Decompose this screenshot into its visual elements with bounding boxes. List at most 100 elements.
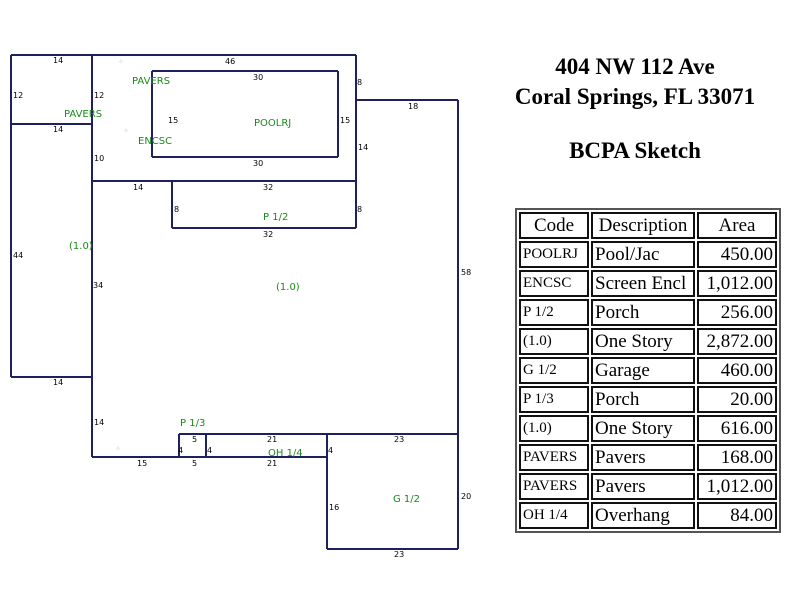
- dimension-label: 12: [13, 91, 23, 100]
- cell-area: 168.00: [697, 444, 777, 471]
- dimension-label: 4: [178, 446, 183, 455]
- dimension-label: 23: [394, 435, 404, 444]
- table-row: (1.0) One Story 616.00: [519, 415, 777, 442]
- dimension-label: 20: [461, 492, 471, 501]
- cell-description: Porch: [591, 386, 695, 413]
- table-row: POOLRJ Pool/Jac 450.00: [519, 241, 777, 268]
- area-label-porch: P 1/3: [180, 418, 205, 429]
- dimension-label: 14: [53, 56, 63, 65]
- table-row: P 1/3 Porch 20.00: [519, 386, 777, 413]
- cell-code: (1.0): [519, 328, 589, 355]
- cell-area: 20.00: [697, 386, 777, 413]
- property-sketch: ✧ ✧ ✧ PAVERS PAVERS ENCSC POOLRJ P 1/2 (…: [10, 54, 471, 559]
- dimension-label: 8: [174, 205, 179, 214]
- cell-description: Pool/Jac: [591, 241, 695, 268]
- cell-code: PAVERS: [519, 473, 589, 500]
- cell-area: 450.00: [697, 241, 777, 268]
- dimension-label: 14: [94, 418, 104, 427]
- area-label-encsc: ENCSC: [138, 136, 172, 147]
- watermark-mark: ✧: [118, 58, 124, 66]
- dimension-label: 14: [53, 125, 63, 134]
- dimension-label: 32: [263, 230, 273, 239]
- cell-description: Pavers: [591, 473, 695, 500]
- cell-area: 1,012.00: [697, 473, 777, 500]
- cell-area: 1,012.00: [697, 270, 777, 297]
- cell-code: P 1/3: [519, 386, 589, 413]
- address-line-2: Coral Springs, FL 33071: [514, 84, 756, 109]
- cell-code: P 1/2: [519, 299, 589, 326]
- cell-area: 256.00: [697, 299, 777, 326]
- dimension-label: 15: [168, 116, 178, 125]
- dimension-label: 4: [207, 446, 212, 455]
- dimension-label: 10: [94, 154, 104, 163]
- dimension-label: 16: [329, 503, 339, 512]
- column-header-code: Code: [519, 212, 589, 239]
- watermark-mark: ✧: [115, 445, 121, 453]
- dimension-label: 18: [408, 102, 418, 111]
- dimension-label: 32: [263, 183, 273, 192]
- area-label-pavers: PAVERS: [132, 76, 170, 87]
- dimension-label: 30: [253, 159, 263, 168]
- area-table-grid: Code Description Area POOLRJ Pool/Jac 45…: [517, 210, 779, 531]
- cell-code: OH 1/4: [519, 502, 589, 529]
- dimension-label: 21: [267, 459, 277, 468]
- dimension-label: 34: [93, 281, 103, 290]
- area-label-overhang: OH 1/4: [268, 448, 303, 459]
- cell-description: One Story: [591, 328, 695, 355]
- area-label-garage: G 1/2: [393, 494, 420, 505]
- cell-description: Porch: [591, 299, 695, 326]
- cell-description: One Story: [591, 415, 695, 442]
- address-line-1: 404 NW 112 Ave: [555, 54, 715, 79]
- cell-code: ENCSC: [519, 270, 589, 297]
- dimension-label: 8: [357, 78, 362, 87]
- table-row: P 1/2 Porch 256.00: [519, 299, 777, 326]
- sketch-walls: [10, 54, 459, 550]
- dimension-label: 14: [53, 378, 63, 387]
- area-label-one-story: (1.0): [69, 241, 93, 252]
- dimension-label: 15: [340, 116, 350, 125]
- table-header-row: Code Description Area: [519, 212, 777, 239]
- dimension-label: 14: [358, 143, 368, 152]
- cell-area: 616.00: [697, 415, 777, 442]
- table-row: PAVERS Pavers 1,012.00: [519, 473, 777, 500]
- area-label-one-story: (1.0): [276, 282, 300, 293]
- table-row: ENCSC Screen Encl 1,012.00: [519, 270, 777, 297]
- table-row: OH 1/4 Overhang 84.00: [519, 502, 777, 529]
- sketch-title: BCPA Sketch: [569, 138, 701, 163]
- column-header-description: Description: [591, 212, 695, 239]
- dimension-label: 5: [192, 435, 197, 444]
- table-row: G 1/2 Garage 460.00: [519, 357, 777, 384]
- dimension-label: 23: [394, 550, 404, 559]
- cell-area: 84.00: [697, 502, 777, 529]
- area-label-pavers: PAVERS: [64, 109, 102, 120]
- table-row: PAVERS Pavers 168.00: [519, 444, 777, 471]
- dimension-label: 21: [267, 435, 277, 444]
- cell-description: Garage: [591, 357, 695, 384]
- cell-description: Screen Encl: [591, 270, 695, 297]
- title-block: 404 NW 112 Ave Coral Springs, FL 33071 B…: [480, 52, 790, 166]
- cell-area: 460.00: [697, 357, 777, 384]
- table-row: (1.0) One Story 2,872.00: [519, 328, 777, 355]
- cell-code: POOLRJ: [519, 241, 589, 268]
- dimension-label: 8: [357, 205, 362, 214]
- dimension-label: 44: [13, 251, 23, 260]
- dimension-label: 58: [461, 268, 471, 277]
- dimension-label: 30: [253, 73, 263, 82]
- dimension-label: 5: [192, 459, 197, 468]
- dimension-label: 46: [225, 57, 235, 66]
- cell-description: Overhang: [591, 502, 695, 529]
- cell-code: (1.0): [519, 415, 589, 442]
- area-label-porch: P 1/2: [263, 212, 288, 223]
- dimension-label: 4: [328, 446, 333, 455]
- dimension-label: 14: [133, 183, 143, 192]
- area-label-poolrj: POOLRJ: [254, 118, 291, 129]
- cell-description: Pavers: [591, 444, 695, 471]
- dimension-label: 12: [94, 91, 104, 100]
- column-header-area: Area: [697, 212, 777, 239]
- cell-code: G 1/2: [519, 357, 589, 384]
- dimension-label: 15: [137, 459, 147, 468]
- cell-code: PAVERS: [519, 444, 589, 471]
- watermark-mark: ✧: [123, 127, 129, 135]
- area-table: Code Description Area POOLRJ Pool/Jac 45…: [515, 208, 781, 533]
- cell-area: 2,872.00: [697, 328, 777, 355]
